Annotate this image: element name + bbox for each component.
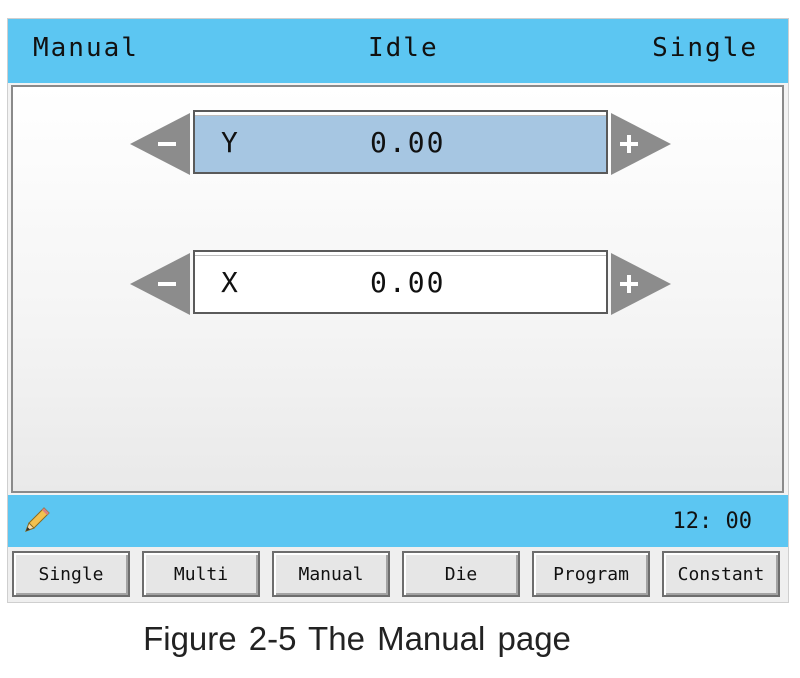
y-increase-button[interactable] [611, 113, 671, 175]
run-mode-label: Single [652, 33, 758, 63]
y-axis-field[interactable]: Y 0.00 [193, 110, 608, 174]
bottom-status-bar: 12: 00 [8, 495, 788, 547]
pencil-icon[interactable] [20, 505, 52, 537]
softkey-constant[interactable]: Constant [662, 551, 780, 597]
minus-arrow-icon [130, 113, 190, 175]
y-axis-value: 0.00 [370, 126, 446, 159]
axis-row-x: X 0.00 [13, 250, 782, 316]
x-increase-button[interactable] [611, 253, 671, 315]
softkey-single[interactable]: Single [12, 551, 130, 597]
figure-caption: Figure 2-5 The Manual page [143, 620, 571, 657]
jog-panel: Y 0.00 X 0.00 [11, 85, 784, 493]
x-decrease-button[interactable] [130, 253, 190, 315]
machine-state-label: Idle [368, 33, 439, 63]
x-axis-value: 0.00 [370, 266, 446, 299]
plus-arrow-icon [611, 253, 671, 315]
page-mode-label: Manual [33, 33, 139, 63]
x-axis-label: X [221, 266, 238, 299]
y-decrease-button[interactable] [130, 113, 190, 175]
y-axis-label: Y [221, 126, 238, 159]
softkey-manual[interactable]: Manual [272, 551, 390, 597]
x-axis-field[interactable]: X 0.00 [193, 250, 608, 314]
clock-display: 12: 00 [672, 509, 752, 534]
softkey-die[interactable]: Die [402, 551, 520, 597]
plus-arrow-icon [611, 113, 671, 175]
manual-screen: Manual Idle Single Y 0.00 [7, 18, 789, 603]
axis-row-y: Y 0.00 [13, 110, 782, 176]
softkey-multi[interactable]: Multi [142, 551, 260, 597]
softkey-program[interactable]: Program [532, 551, 650, 597]
softkey-bar: Single Multi Manual Die Program Constant [8, 547, 788, 602]
top-status-bar: Manual Idle Single [8, 19, 788, 83]
minus-arrow-icon [130, 253, 190, 315]
